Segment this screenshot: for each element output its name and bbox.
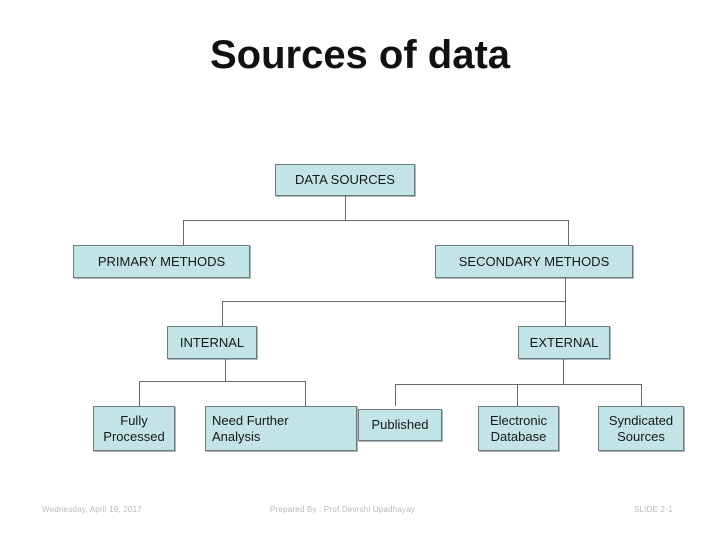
page-title: Sources of data	[209, 33, 511, 77]
connector-syndicated-sources-down	[641, 384, 642, 406]
connector-published-down	[395, 384, 396, 406]
connector-secondary-down	[568, 220, 569, 245]
connector-need-further-analysis-down	[305, 381, 306, 406]
node-electronic-database[interactable]: Electronic Database	[478, 406, 559, 451]
node-internal-label: INTERNAL	[179, 334, 245, 350]
connector-external-down	[565, 301, 566, 326]
node-internal[interactable]: INTERNAL	[167, 326, 257, 359]
node-need-further-analysis[interactable]: Need Further Analysis	[205, 406, 357, 451]
node-external[interactable]: EXTERNAL	[518, 326, 610, 359]
node-syndicated-sources-label: Syndicated Sources	[608, 412, 674, 444]
connector-external-to-leaves	[563, 359, 564, 384]
connector-internal-leaf-bar	[139, 381, 306, 382]
connector-level2-bar	[222, 301, 566, 302]
connector-internal-to-leaves	[225, 359, 226, 382]
node-need-further-analysis-label: Need Further Analysis	[212, 412, 289, 444]
connector-internal-down	[222, 301, 223, 326]
footer-date: Wednesday, April 19, 2017	[42, 505, 142, 514]
connector-secondary-to-level2	[565, 278, 566, 302]
connector-external-leaf-bar	[395, 384, 641, 385]
connector-electronic-database-down	[517, 384, 518, 406]
node-fully-processed[interactable]: Fully Processed	[93, 406, 175, 451]
node-published-label: Published	[371, 417, 429, 432]
node-electronic-database-label: Electronic Database	[489, 412, 548, 444]
connector-fully-processed-down	[139, 381, 140, 406]
footer-prepared-by: Prepared By : Prof.Devrshi Upadhayay	[270, 505, 416, 514]
node-syndicated-sources[interactable]: Syndicated Sources	[598, 406, 684, 451]
node-primary-methods-label: PRIMARY METHODS	[97, 253, 226, 269]
connector-primary-down	[183, 220, 184, 245]
node-primary-methods[interactable]: PRIMARY METHODS	[73, 245, 250, 278]
node-secondary-methods[interactable]: SECONDARY METHODS	[435, 245, 633, 278]
node-external-label: EXTERNAL	[529, 334, 599, 350]
node-secondary-methods-label: SECONDARY METHODS	[458, 253, 610, 269]
node-published[interactable]: Published	[358, 409, 442, 441]
footer-slide-number: SLIDE 2-1	[634, 505, 673, 514]
node-data-sources[interactable]: DATA SOURCES	[275, 164, 415, 196]
node-data-sources-label: DATA SOURCES	[295, 172, 395, 187]
node-fully-processed-label: Fully Processed	[103, 412, 165, 444]
connector-root-down	[345, 196, 346, 221]
connector-level1-bar	[183, 220, 569, 221]
slide-footer: Wednesday, April 19, 2017 Prepared By : …	[0, 505, 720, 525]
